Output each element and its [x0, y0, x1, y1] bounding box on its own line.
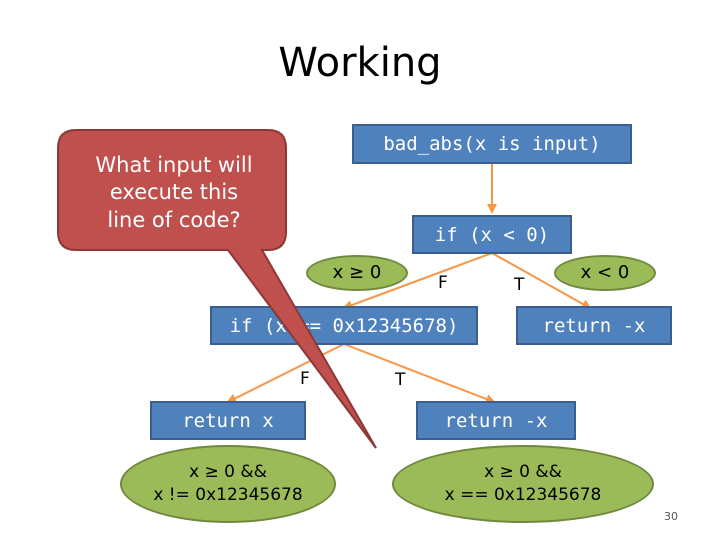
ellipse-x-lt-0-text: x < 0 [580, 261, 630, 283]
callout-bubble [57, 129, 377, 449]
ellipse-path-condition-right: x ≥ 0 && x == 0x12345678 [392, 445, 654, 523]
edge-label-cond2-false: F [300, 369, 310, 389]
ellipse-left-line2: x != 0x12345678 [153, 485, 303, 505]
ellipse-x-lt-0: x < 0 [554, 255, 656, 291]
callout-line-3: line of code? [107, 207, 241, 232]
ellipse-right-line1: x ≥ 0 && [484, 462, 562, 483]
ellipse-path-condition-left: x ≥ 0 && x != 0x12345678 [120, 445, 336, 523]
node-bad-abs: bad_abs(x is input) [352, 124, 632, 164]
ellipse-x-ge-0-text: x ≥ 0 [332, 261, 382, 283]
arrow-cond1-false [342, 252, 493, 310]
node-return-x: return x [150, 401, 306, 440]
node-return-neg-x-right: return -x [516, 306, 672, 345]
arrow-cond2-true [343, 343, 496, 404]
arrow-cond1-true [491, 252, 592, 309]
edge-label-cond2-true: T [395, 370, 406, 390]
node-if-x-lt-0: if (x < 0) [412, 215, 572, 254]
slide-title: Working [278, 40, 442, 86]
ellipse-right-line2: x == 0x12345678 [444, 485, 602, 505]
callout-line-1: What input will [95, 153, 253, 177]
edge-label-cond1-false: F [438, 273, 448, 293]
node-return-neg-x-bottom: return -x [416, 401, 576, 440]
ellipse-x-ge-0: x ≥ 0 [306, 255, 408, 291]
callout-line-2: execute this [109, 180, 239, 205]
callout-text: What input will execute this line of cod… [60, 152, 288, 234]
ellipse-left-line1: x ≥ 0 && [189, 462, 267, 483]
arrow-cond2-false [226, 343, 345, 403]
edge-label-cond1-true: T [514, 275, 525, 295]
page-number: 30 [664, 510, 678, 523]
